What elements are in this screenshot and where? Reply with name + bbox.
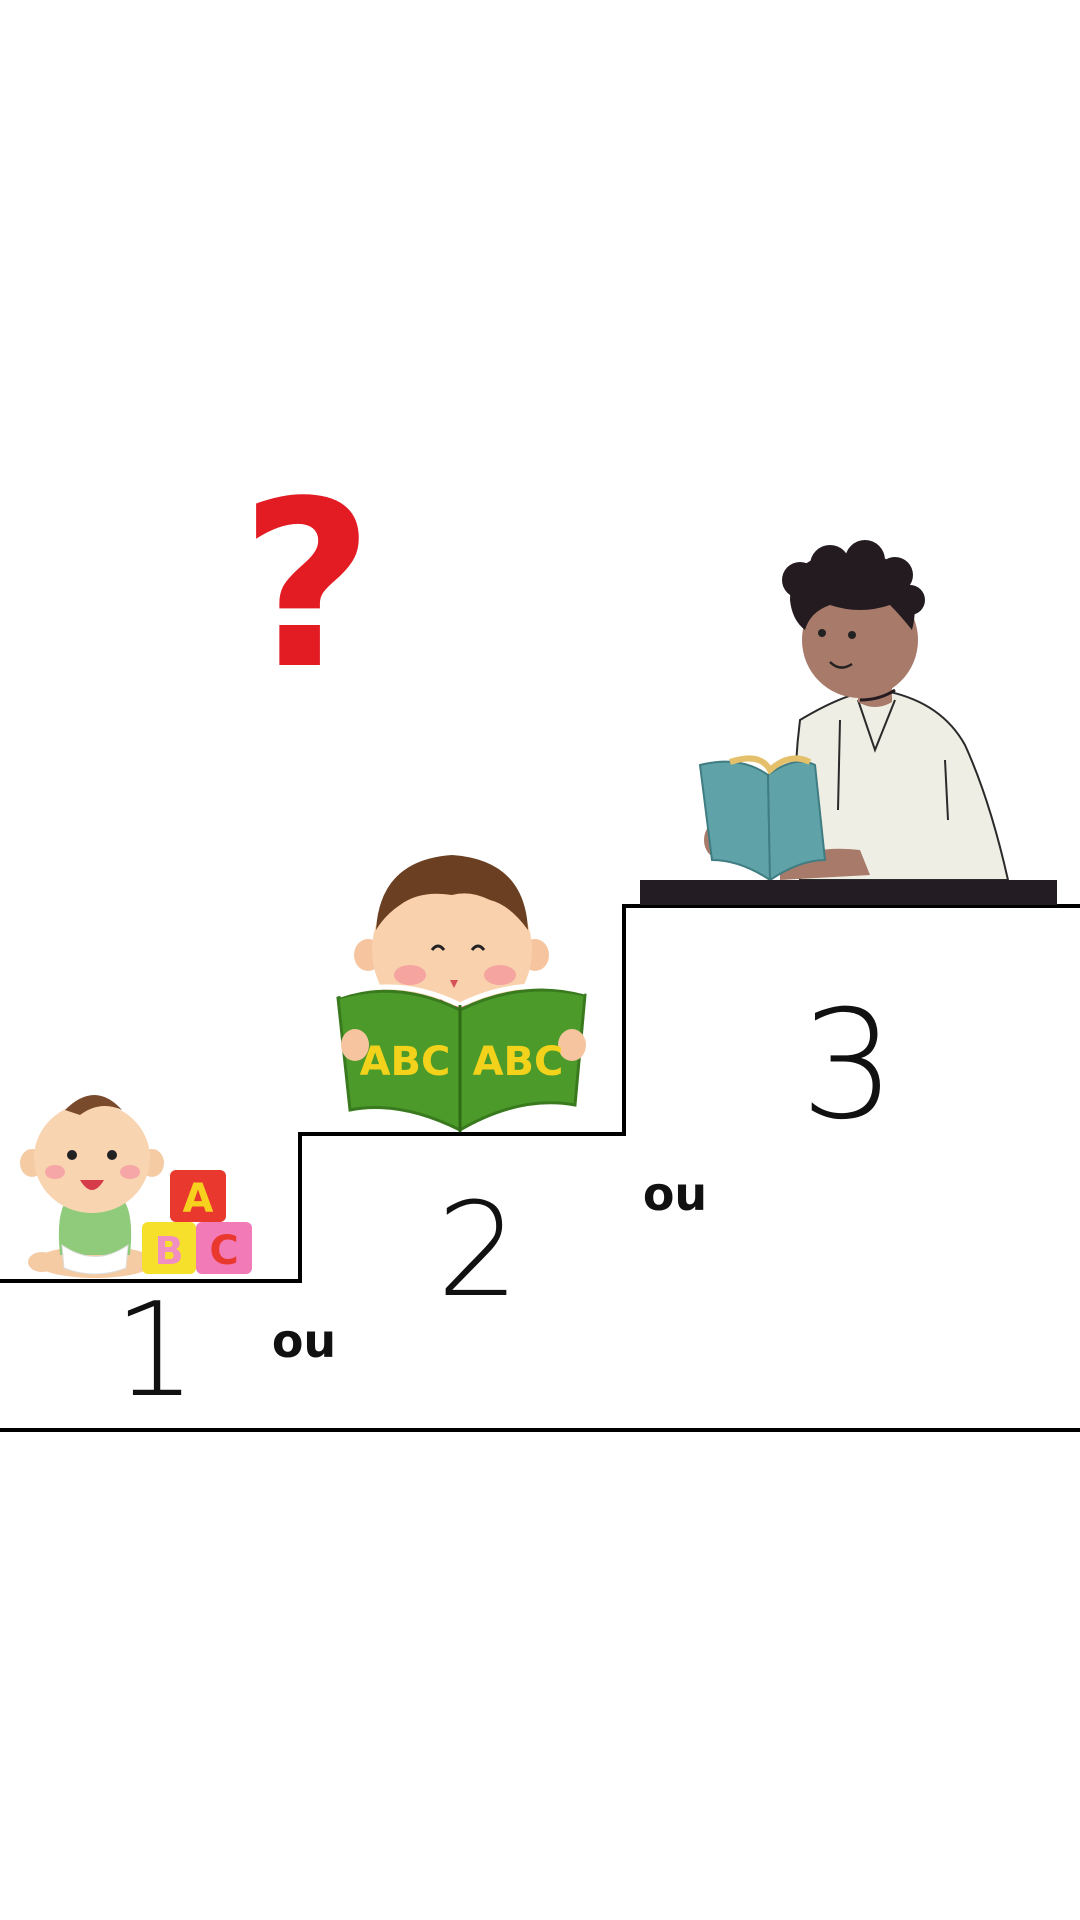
abc-blocks: A B C: [142, 1170, 252, 1274]
connector-ou-2: ou: [643, 1167, 707, 1221]
abc-book: ABC ABC: [336, 983, 587, 1133]
step-number-3: 3: [800, 979, 895, 1153]
baby-illustration: [20, 1095, 164, 1278]
book-text-right: ABC: [473, 1039, 564, 1085]
teal-book: [698, 755, 827, 882]
block-a-letter: A: [183, 1176, 214, 1222]
desk: [640, 880, 1057, 905]
block-a: [170, 1170, 226, 1222]
book-text-left: ABC: [360, 1039, 451, 1085]
connector-ou-1: ou: [272, 1314, 336, 1368]
staircase: [0, 904, 1080, 1432]
question-mark: ?: [240, 453, 373, 720]
block-c-letter: C: [209, 1228, 238, 1274]
block-b-letter: B: [155, 1229, 184, 1273]
staircase-outline: [0, 904, 1080, 1283]
block-b: [142, 1222, 196, 1274]
block-c: [196, 1222, 252, 1274]
step-number-1: 1: [114, 1274, 197, 1426]
step-number-2: 2: [437, 1174, 520, 1326]
